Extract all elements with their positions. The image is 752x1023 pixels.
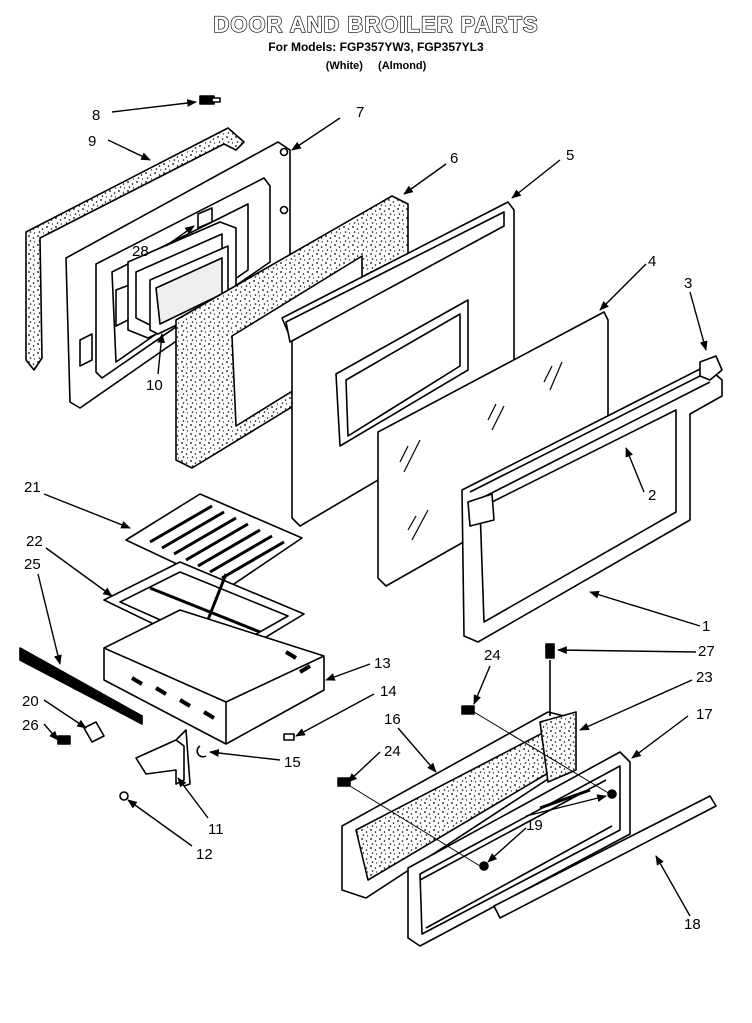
leader-18	[655, 855, 691, 917]
leader-21	[43, 493, 131, 529]
callout-15: 15	[284, 754, 301, 771]
leader-1	[589, 590, 701, 627]
callout-3: 3	[684, 275, 692, 292]
callout-27: 27	[698, 643, 715, 660]
leader-6	[403, 163, 447, 195]
screws-19	[479, 789, 617, 871]
leader-4	[599, 263, 647, 311]
callout-6: 6	[450, 150, 458, 167]
leader-17	[631, 715, 689, 759]
screw-26	[57, 735, 71, 745]
broiler-pan	[103, 609, 325, 745]
callout-25: 25	[24, 556, 41, 573]
callout-14: 14	[380, 683, 397, 700]
screw-14	[283, 733, 295, 741]
callout-7: 7	[356, 104, 364, 121]
door-gasket	[25, 127, 245, 371]
leader-9	[107, 139, 151, 161]
door-window-pack	[127, 207, 237, 339]
leader-2	[625, 447, 645, 493]
leader-19a	[525, 794, 607, 817]
callout-18: 18	[684, 916, 701, 933]
broiler-door-outer	[407, 751, 631, 947]
leader-14	[295, 693, 375, 737]
leader-24b	[347, 751, 381, 783]
callout-22: 22	[26, 533, 43, 550]
screw-27	[545, 643, 555, 716]
variant-almond: (Almond)	[378, 60, 427, 72]
callout-17: 17	[696, 706, 713, 723]
leader-8	[111, 99, 197, 113]
leader-23	[579, 679, 693, 731]
broiler-clip	[83, 721, 105, 743]
callout-13: 13	[374, 655, 391, 672]
callout-20: 20	[22, 693, 39, 710]
leader-25	[37, 573, 62, 665]
callout-16: 16	[384, 711, 401, 728]
page-title: DOOR AND BROILER PARTS	[213, 11, 539, 37]
callout-28: 28	[132, 243, 149, 260]
leader-24a	[473, 665, 491, 705]
callout-23: 23	[696, 669, 713, 686]
leader-5	[511, 159, 561, 199]
callout-10: 10	[146, 377, 163, 394]
leader-15	[209, 749, 281, 761]
variants-line: (White) (Almond)	[0, 60, 752, 72]
broiler-trim	[19, 647, 143, 725]
broiler-handle	[493, 795, 717, 919]
callout-4: 4	[648, 253, 656, 270]
leader-28	[165, 225, 195, 247]
leader-13	[325, 663, 371, 681]
leader-3	[689, 291, 708, 351]
callout-5: 5	[566, 147, 574, 164]
callout-12: 12	[196, 846, 213, 863]
callout-1: 1	[702, 618, 710, 635]
leader-10	[157, 333, 166, 375]
leader-19b	[487, 827, 527, 863]
leader-20	[43, 699, 87, 729]
leader-26	[43, 723, 59, 741]
broiler-bracket	[135, 729, 191, 787]
leader-16	[397, 727, 437, 773]
variant-white: (White)	[325, 60, 363, 72]
leader-22	[45, 547, 113, 597]
callout-21: 21	[24, 479, 41, 496]
callout-19: 19	[526, 817, 543, 834]
callout-11: 11	[208, 821, 224, 838]
broiler-insulation	[539, 711, 577, 783]
outer-door-frame	[461, 365, 723, 643]
leader-12	[127, 799, 193, 847]
callout-9: 9	[88, 133, 96, 150]
callout-26: 26	[22, 717, 39, 734]
leader-11	[177, 777, 209, 819]
screw-8	[199, 95, 221, 105]
leader-27	[557, 646, 697, 655]
callout-2: 2	[648, 487, 656, 504]
callout-24-lower: 24	[384, 743, 401, 760]
bumper-12	[119, 791, 129, 801]
models-line: For Models: FGP357YW3, FGP357YL3	[268, 40, 484, 54]
handle-end-cap	[699, 355, 723, 381]
callout-24-upper: 24	[484, 647, 501, 664]
callout-8: 8	[92, 107, 100, 124]
spring-15	[196, 745, 207, 758]
broiler-grid	[125, 493, 303, 589]
leader-7	[291, 117, 341, 151]
glass-liner	[281, 201, 515, 527]
